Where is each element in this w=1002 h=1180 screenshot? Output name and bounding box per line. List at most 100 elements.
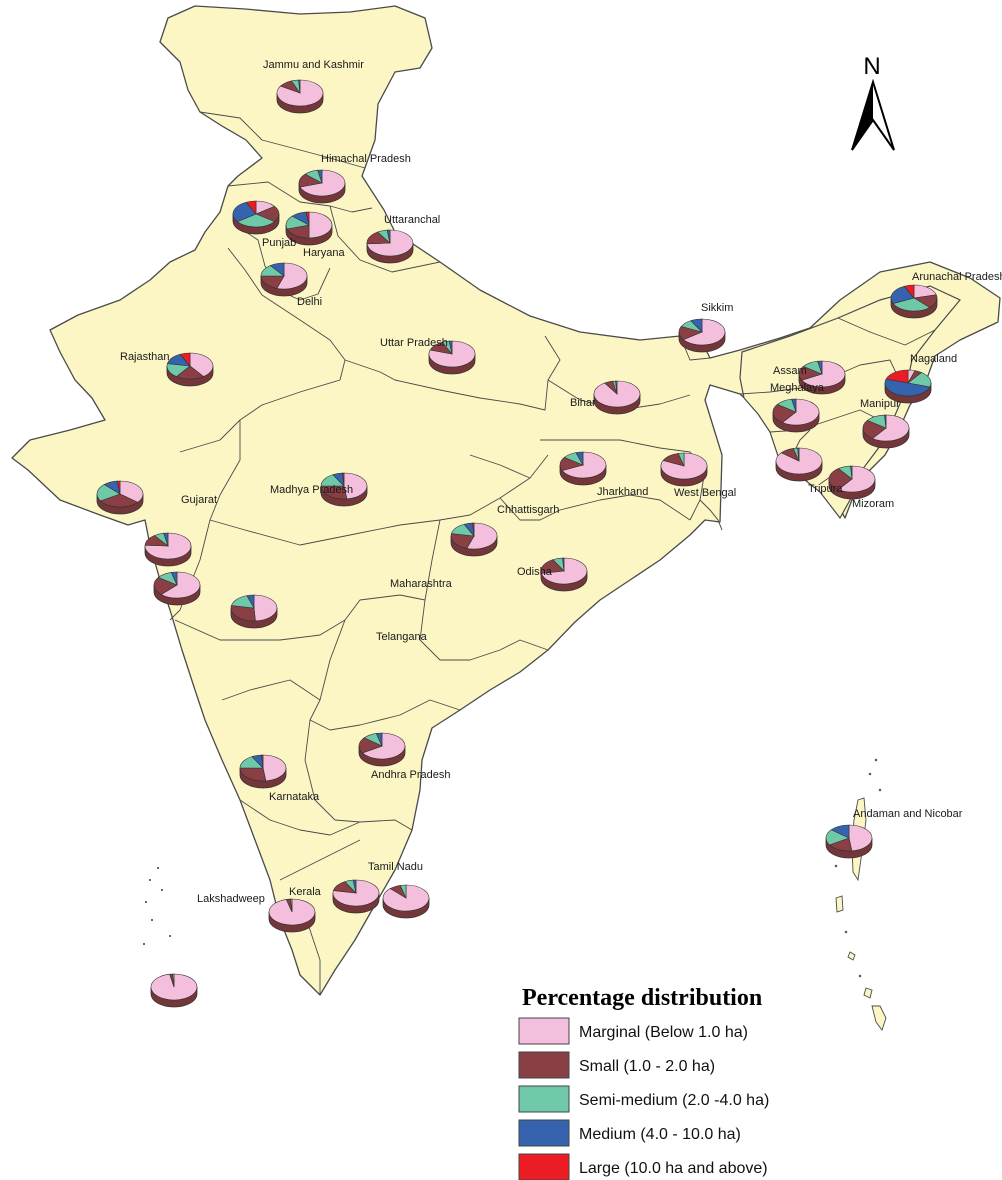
pie-slice-cg-marginal <box>466 522 498 550</box>
pie-chart-tg <box>153 571 201 606</box>
pie-chart-jk <box>276 79 324 114</box>
pie-slice-ar-large <box>903 284 915 299</box>
pie-slice-cg-large <box>472 522 475 537</box>
pie-slice-gj-small <box>100 493 139 508</box>
pie-chart-cg <box>450 522 498 557</box>
state-label-up: Uttar Pradesh <box>380 337 448 349</box>
india-mainland <box>11 5 1001 996</box>
state-label-jh: Jharkhand <box>597 486 648 498</box>
pie-slice-nl-large <box>885 369 909 384</box>
pie-chart-gj <box>96 480 144 515</box>
pie-slice-dl-marginal <box>276 262 308 290</box>
pie-slice-mn-medium <box>884 414 887 429</box>
state-label-hp: Himachal Pradesh <box>321 153 411 165</box>
pie-slice-od-medium <box>562 557 565 572</box>
pie-chart-hp <box>298 169 346 204</box>
state-label-mn: Manipur <box>860 398 900 410</box>
pie-chart-an <box>825 824 873 859</box>
pie-slice-kl-semi_medium <box>290 898 293 913</box>
pie-slice-jk-medium <box>298 79 301 94</box>
state-label-mz: Mizoram <box>852 498 894 510</box>
pie-slice-mz-small <box>828 468 853 490</box>
pie-slice-ld-semi_medium <box>172 973 175 988</box>
pie-chart-uk <box>366 229 414 264</box>
pie-chart-mn <box>862 414 910 449</box>
state-label-kl: Kerala <box>289 886 322 898</box>
pie-chart-as <box>798 360 846 395</box>
pie-chart-nl <box>884 369 932 404</box>
state-label-an: Andaman and Nicobar <box>853 808 963 820</box>
pie-chart-ml <box>772 398 820 433</box>
state-label-tr: Tripura <box>808 483 843 495</box>
lakshadweep-islands <box>143 867 171 945</box>
pie-slice-mp-marginal <box>343 472 368 500</box>
pie-slice-goa-medium <box>163 532 169 547</box>
pie-slice-rj-large <box>179 352 191 367</box>
legend-label-small: Small (1.0 - 2.0 ha) <box>579 1058 715 1075</box>
pie-slice-tn-medium <box>352 879 357 894</box>
pie-slice-sk-marginal <box>682 318 726 346</box>
legend-label-medium: Medium (4.0 - 10.0 ha) <box>579 1126 741 1143</box>
pie-slice-hr-large <box>305 211 310 226</box>
pie-slice-an-marginal <box>848 824 873 852</box>
pie-slice-dl-medium <box>269 262 285 277</box>
pie-slice-mz-medium <box>850 465 853 480</box>
pie-slice-cg-small <box>450 533 475 549</box>
legend: Percentage distribution Marginal (Below … <box>518 985 769 1180</box>
pie-slice-ka-large <box>261 754 264 769</box>
state-label-gj: Gujarat <box>181 494 217 506</box>
pie-chart-tr <box>775 447 823 482</box>
pie-slice-pb-medium <box>232 201 257 222</box>
legend-title: Percentage distribution <box>522 985 762 1011</box>
state-label-tg: Telangana <box>376 631 428 643</box>
state-label-ar: Arunachal Pradesh <box>912 271 1002 283</box>
pie-chart-goa <box>144 532 192 567</box>
legend-swatch-medium <box>518 1119 570 1147</box>
pie-slice-hr-marginal <box>308 211 333 239</box>
pie-slice-ml-marginal <box>781 398 820 426</box>
legend-label-semi_medium: Semi-medium (2.0 -4.0 ha) <box>579 1092 769 1109</box>
pie-slice-tg-medium <box>170 571 178 586</box>
pie-slice-mh-medium <box>246 594 255 610</box>
pie-chart-ld <box>150 973 198 1008</box>
pie-chart-tn <box>332 879 380 914</box>
state-label-ka: Karnataka <box>269 791 320 803</box>
state-label-ap: Andhra Pradesh <box>371 769 451 781</box>
pie-chart-mp <box>320 472 368 507</box>
legend-label-marginal: Marginal (Below 1.0 ha) <box>579 1024 748 1041</box>
pie-chart-wb <box>660 452 708 487</box>
pie-slice-mp-small <box>320 485 348 500</box>
pie-slice-tr-marginal <box>775 447 823 475</box>
pie-slice-mz-marginal <box>837 465 876 493</box>
pie-chart-jh <box>559 451 607 486</box>
north-label: N <box>863 53 880 80</box>
state-label-dl: Delhi <box>297 296 322 308</box>
pie-slice-pb-large <box>245 200 257 215</box>
pie-slice-tg-small <box>153 577 178 595</box>
pie-slice-as-medium <box>817 360 823 375</box>
north-arrow: N <box>851 53 895 151</box>
pie-slice-tn-marginal <box>332 879 380 907</box>
pie-slice-jh-marginal <box>561 451 607 479</box>
pie-slice-an-medium <box>830 824 850 839</box>
legend-swatch-small <box>518 1051 570 1079</box>
pie-chart-ar <box>890 284 938 319</box>
pie-slice-ka-small <box>239 767 267 782</box>
pie-slice-ml-small <box>772 404 797 423</box>
pie-slice-wb-semi_medium <box>677 452 685 467</box>
pie-slice-gj-large <box>116 480 121 495</box>
pie-slice-ar-medium <box>890 285 915 304</box>
pie-chart-kl <box>268 898 316 933</box>
legend-swatch-marginal <box>518 1017 570 1045</box>
pie-slice-as-marginal <box>801 360 846 388</box>
pie-chart-rj <box>166 352 214 387</box>
pie-slice-tg-marginal <box>160 571 201 599</box>
pie-chart-py <box>382 884 430 919</box>
pie-chart-pb <box>232 200 280 235</box>
legend-label-large: Large (10.0 ha and above) <box>579 1160 768 1177</box>
pie-slice-up-medium <box>448 340 453 355</box>
pie-slice-gj-marginal <box>119 480 144 503</box>
state-label-pb: Punjab <box>262 237 296 249</box>
